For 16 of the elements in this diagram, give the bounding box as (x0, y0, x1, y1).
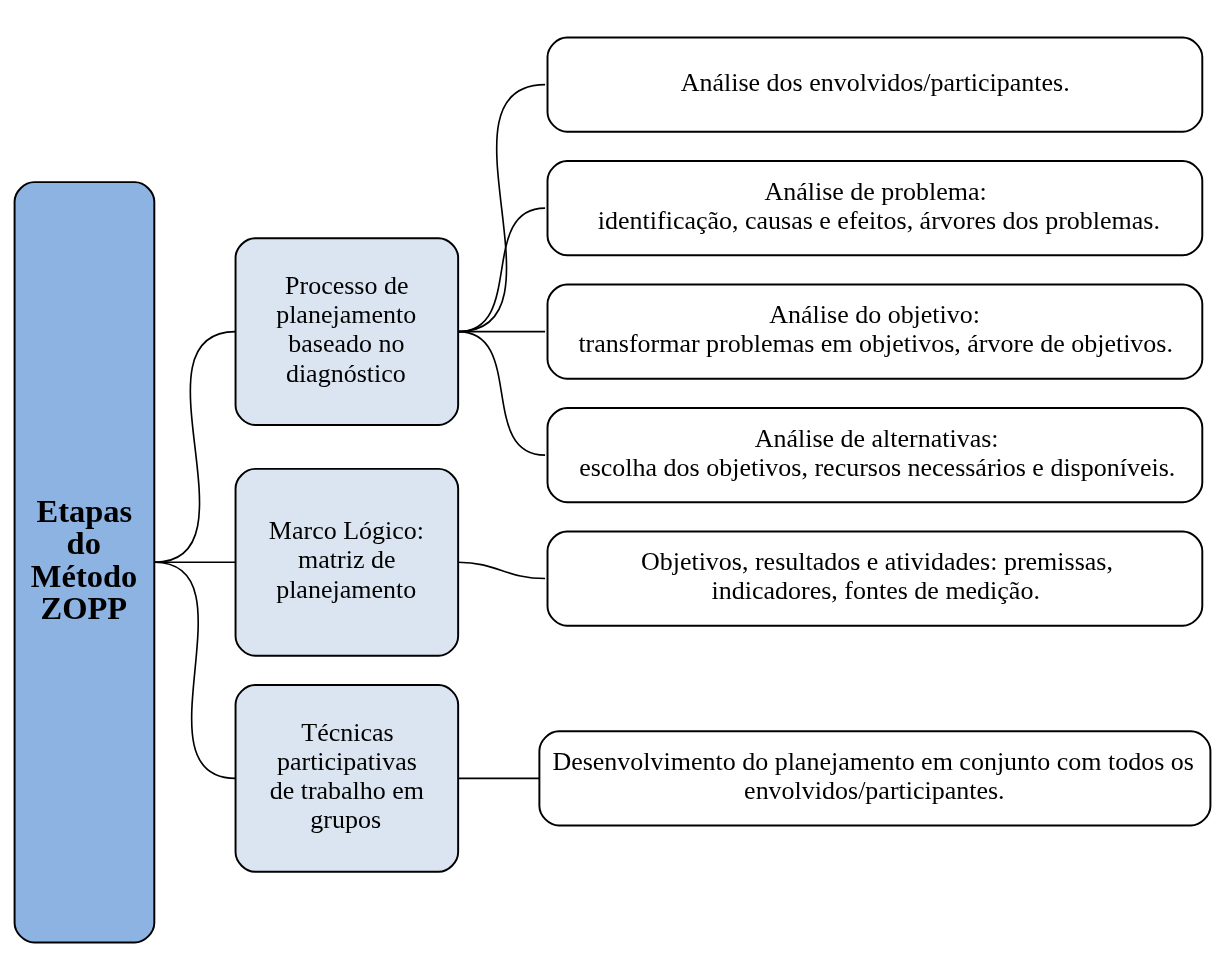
connector (457, 561, 546, 580)
connector (153, 561, 237, 564)
node-box: Análise de problema: identificação, causas e efeitos, árvores dos problemas. (546, 160, 1204, 257)
connector (153, 561, 237, 780)
node-box: Processo de planejamento baseado no diagnóstico (234, 237, 460, 426)
node-box: Etapas do Método ZOPP (13, 181, 156, 944)
node-box: Análise de alternativas: escolha dos objetivos, recursos necessários e disponíveis. (546, 406, 1204, 504)
node-box: Análise do objetivo: transformar problemas em objetivos, árvore de objetivos. (546, 283, 1204, 380)
node-box: Desenvolvimento do planejamento em conjunto com todos os envolvidos/participantes. (538, 730, 1212, 827)
node-box: Análise dos envolvidos/participantes. (546, 36, 1204, 133)
connector (457, 777, 541, 780)
node-box: Marco Lógico: matriz de planejamento (234, 467, 460, 657)
connector (153, 330, 237, 564)
node-box: Técnicas participativas de trabalho em grupos (234, 684, 460, 873)
connector (457, 330, 546, 456)
node-box: Objetivos, resultados e atividades: premissas, indicadores, fontes de medição. (546, 530, 1204, 627)
